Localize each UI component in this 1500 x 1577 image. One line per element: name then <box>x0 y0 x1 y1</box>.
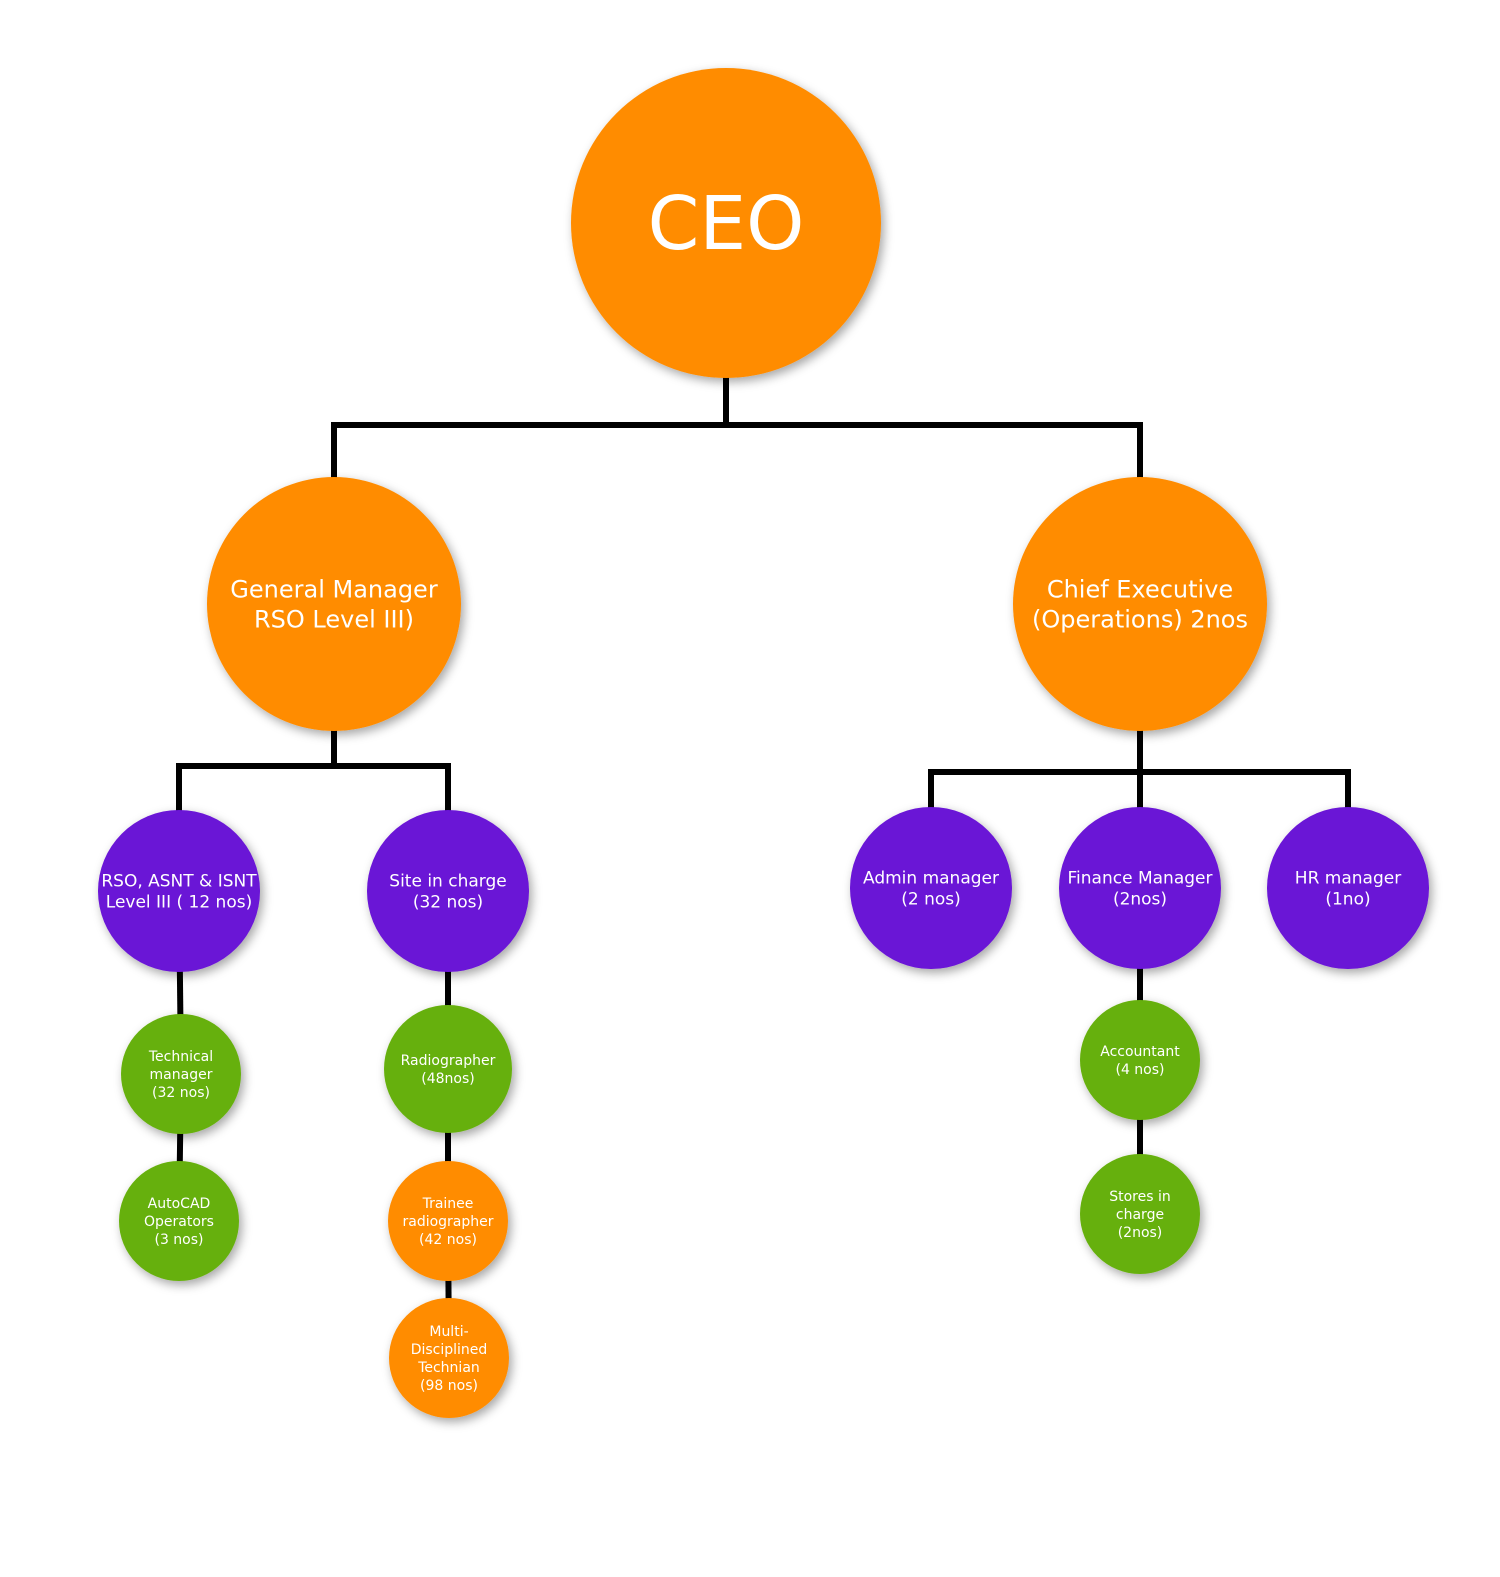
node-label-line: (32 nos) <box>152 1085 210 1101</box>
node-label-line: General Manager <box>230 575 438 603</box>
node-label-line: Technian <box>417 1360 480 1376</box>
node-label-line: Chief Executive <box>1047 575 1233 603</box>
node-circle-admin-manager <box>850 807 1012 969</box>
node-label-line: (32 nos) <box>413 892 483 912</box>
node-label-line: Operators <box>144 1214 214 1230</box>
node-admin-manager: Admin manager(2 nos) <box>850 807 1012 969</box>
node-finance-manager: Finance Manager(2nos) <box>1059 807 1221 969</box>
node-radiographer: Radiographer (48nos) <box>384 1005 512 1133</box>
node-label-line: (48nos) <box>421 1071 474 1087</box>
node-circle-stores-in-charge <box>1080 1154 1200 1274</box>
node-ceo: CEO <box>571 68 881 378</box>
node-label-line: Multi- <box>429 1324 468 1340</box>
node-circle-finance-manager <box>1059 807 1221 969</box>
node-label-line: charge <box>1116 1207 1164 1223</box>
node-label-hr-manager: HR manager(1no) <box>1295 868 1401 909</box>
node-label-chief-exec: Chief Executive(Operations) 2nos <box>1032 575 1248 633</box>
node-label-line: RSO Level III) <box>254 605 414 633</box>
node-chief-exec: Chief Executive(Operations) 2nos <box>1013 477 1267 731</box>
node-label-line: Trainee <box>422 1196 474 1212</box>
node-circle-chief-exec <box>1013 477 1267 731</box>
node-circle-gm <box>207 477 461 731</box>
node-label-line: (4 nos) <box>1115 1062 1164 1078</box>
node-label-line: CEO <box>648 181 805 267</box>
node-label-line: (98 nos) <box>420 1378 478 1394</box>
node-label-line: Admin manager <box>863 868 999 888</box>
node-label-line: Site in charge <box>389 871 506 891</box>
node-label-ceo: CEO <box>648 181 805 267</box>
node-label-line: Stores in <box>1109 1189 1171 1205</box>
node-circle-trainee-radiographer <box>388 1161 508 1281</box>
node-label-line: (1no) <box>1325 889 1370 909</box>
node-label-finance-manager: Finance Manager(2nos) <box>1068 868 1213 909</box>
node-label-line: (Operations) 2nos <box>1032 605 1248 633</box>
node-label-line: RSO, ASNT & ISNT <box>101 871 257 891</box>
node-circle-site-in-charge <box>367 810 529 972</box>
node-circle-hr-manager <box>1267 807 1429 969</box>
node-label-stores-in-charge: Stores in charge (2nos) <box>1109 1189 1171 1241</box>
node-circle-multi-disciplined-technician <box>389 1298 509 1418</box>
node-stores-in-charge: Stores in charge (2nos) <box>1080 1154 1200 1274</box>
node-label-line: AutoCAD <box>148 1196 211 1212</box>
node-label-line: Disciplined <box>411 1342 488 1358</box>
node-label-line: HR manager <box>1295 868 1401 888</box>
node-label-site-in-charge: Site in charge(32 nos) <box>389 871 506 912</box>
node-label-line: Finance Manager <box>1068 868 1213 888</box>
node-label-line: radiographer <box>402 1214 493 1230</box>
node-label-line: Technical <box>148 1049 213 1065</box>
node-label-line: (2nos) <box>1118 1225 1163 1241</box>
node-technical-manager: Technical manager (32 nos) <box>121 1014 241 1134</box>
node-circle-ceo <box>571 68 881 378</box>
node-circle-accountant <box>1080 1000 1200 1120</box>
node-label-line: manager <box>150 1067 213 1083</box>
node-accountant: Accountant (4 nos) <box>1080 1000 1200 1120</box>
node-label-line: Radiographer <box>401 1053 496 1069</box>
node-label-autocad-operators: AutoCAD Operators (3 nos) <box>144 1196 214 1248</box>
node-autocad-operators: AutoCAD Operators (3 nos) <box>119 1161 239 1281</box>
node-circle-rso <box>98 810 260 972</box>
node-label-line: (2 nos) <box>901 889 961 909</box>
node-label-line: Level III ( 12 nos) <box>106 892 252 912</box>
node-label-technical-manager: Technical manager (32 nos) <box>148 1049 213 1101</box>
node-trainee-radiographer: Trainee radiographer (42 nos) <box>388 1161 508 1281</box>
node-label-trainee-radiographer: Trainee radiographer (42 nos) <box>402 1196 493 1248</box>
node-label-accountant: Accountant (4 nos) <box>1100 1044 1180 1078</box>
node-circle-technical-manager <box>121 1014 241 1134</box>
node-label-radiographer: Radiographer (48nos) <box>401 1053 496 1087</box>
node-hr-manager: HR manager(1no) <box>1267 807 1429 969</box>
node-label-line: (3 nos) <box>154 1232 203 1248</box>
node-label-line: (42 nos) <box>419 1232 477 1248</box>
node-label-admin-manager: Admin manager(2 nos) <box>863 868 999 909</box>
node-label-line: (2nos) <box>1113 889 1167 909</box>
node-circle-autocad-operators <box>119 1161 239 1281</box>
node-site-in-charge: Site in charge(32 nos) <box>367 810 529 972</box>
node-circle-radiographer <box>384 1005 512 1133</box>
node-label-line: Accountant <box>1100 1044 1180 1060</box>
